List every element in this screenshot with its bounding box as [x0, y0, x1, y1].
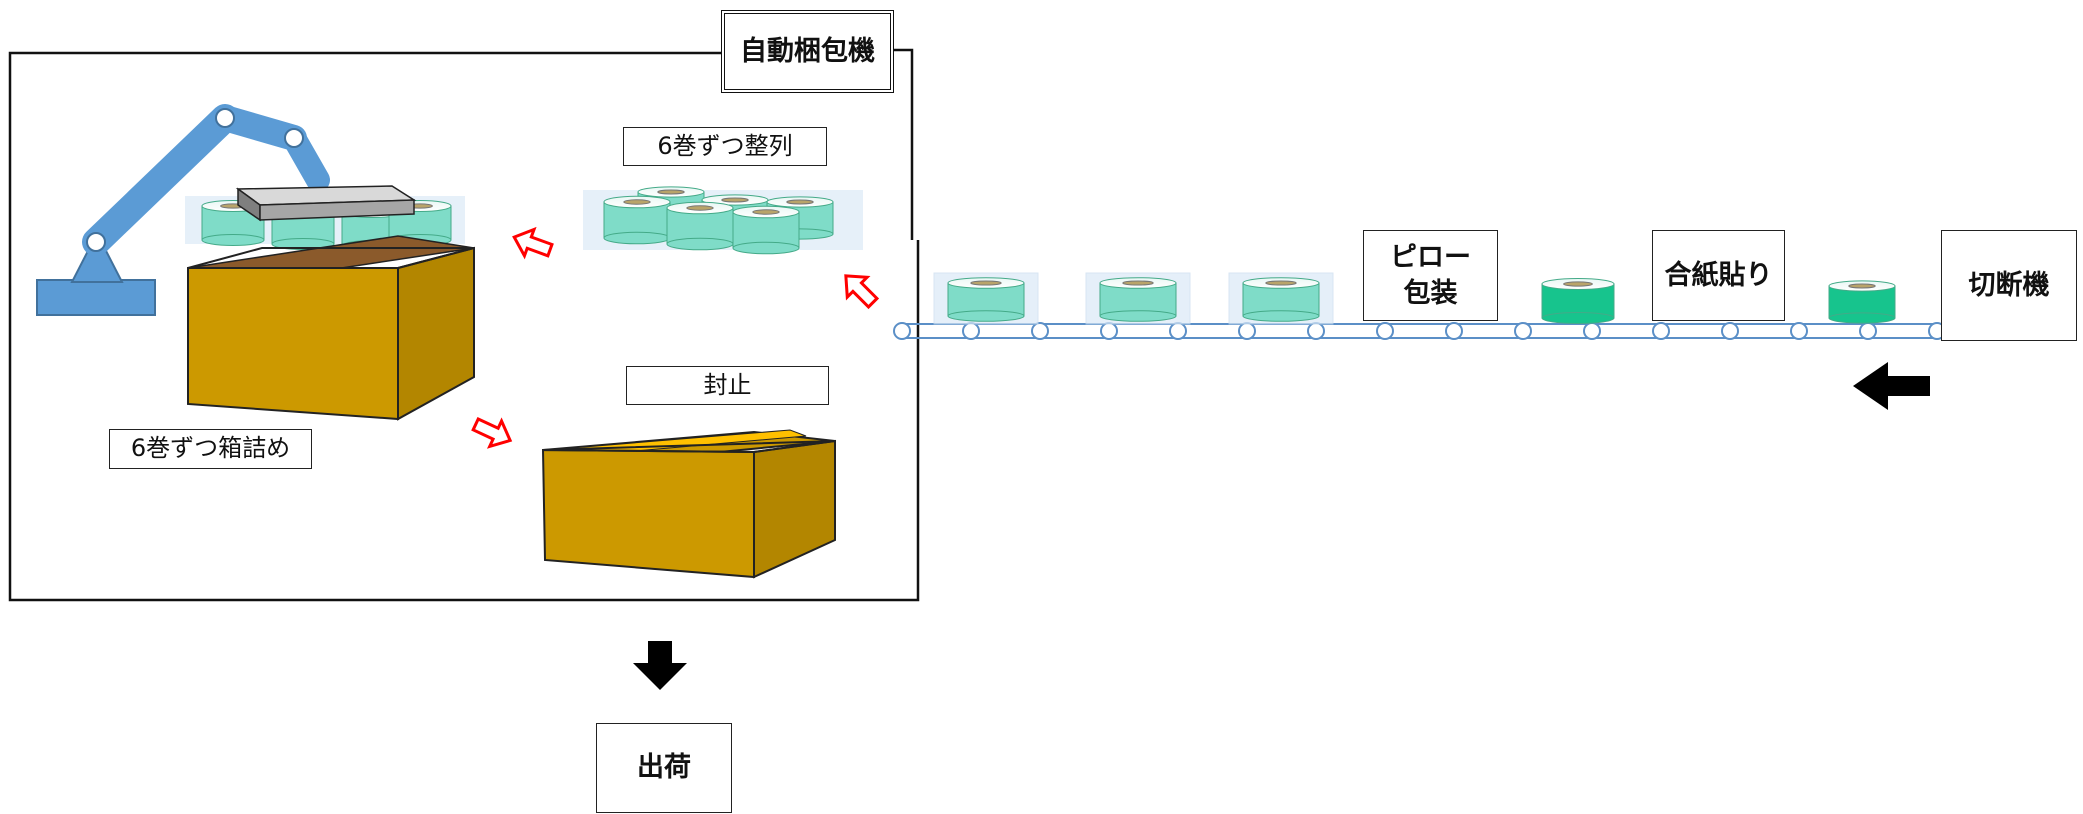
gripper-plate: [235, 185, 417, 222]
automatic-packing-machine-label: 自動梱包機: [721, 10, 894, 93]
wrapped-tape-roll: [1085, 272, 1191, 325]
conveyor-roller: [1652, 322, 1670, 340]
cut-tape-roll: [1828, 280, 1896, 324]
conveyor-roller: [1859, 322, 1877, 340]
boxing-six-rolls-label: 6巻ずつ箱詰め: [109, 429, 312, 469]
boxing-label-text: 6巻ずつ箱詰め: [130, 434, 291, 463]
conveyor-roller: [1376, 322, 1394, 340]
conveyor-roller: [1307, 322, 1325, 340]
red-outline-arrow-icon: [844, 274, 880, 310]
tape-roll-with-interleaf: [1541, 278, 1615, 324]
align-label-text: 6巻ずつ整列: [657, 131, 793, 160]
conveyor-roller: [1100, 322, 1118, 340]
conveyor-roller: [1169, 322, 1187, 340]
conveyor-roller: [1031, 322, 1049, 340]
packing-machine-frame: [8, 51, 920, 602]
conveyor-roller: [1238, 322, 1256, 340]
conveyor-roller: [1583, 322, 1601, 340]
shipping-label: 出荷: [596, 723, 732, 813]
boxing-tape-roll: [201, 200, 265, 246]
conveyor: [893, 322, 1946, 340]
machine-label-text: 自動梱包機: [740, 35, 875, 67]
seal-label-text: 封止: [703, 370, 752, 399]
aligned-tape-roll: [603, 195, 671, 245]
conveyor-roller: [1790, 322, 1808, 340]
packing-machine-frame-connector: [894, 48, 914, 240]
seal-label: 封止: [626, 366, 829, 405]
pillow-label-line2: 包装: [1403, 277, 1458, 309]
robot-arm: [36, 104, 330, 316]
conveyor-roller: [962, 322, 980, 340]
conveyor-roller: [1445, 322, 1463, 340]
ship-label-text: 出荷: [637, 752, 691, 784]
conveyor-roller: [1721, 322, 1739, 340]
pillow-packaging-label: ピロー 包装: [1363, 230, 1498, 321]
interleaf-paper-label: 合紙貼り: [1652, 230, 1785, 321]
aligned-tape-roll: [666, 201, 734, 251]
align-six-rolls-label: 6巻ずつ整列: [623, 127, 827, 166]
interleave-label-text: 合紙貼り: [1664, 259, 1773, 291]
aligned-tape-roll: [732, 205, 800, 255]
pillow-label-line1: ピロー: [1390, 242, 1471, 274]
black-block-arrow-icon: [1853, 362, 1930, 410]
conveyor-roller: [1514, 322, 1532, 340]
wrapped-tape-roll: [1228, 272, 1334, 325]
red-outline-arrow-icon: [512, 226, 554, 260]
conveyor-roller: [893, 322, 911, 340]
sealed-box: [541, 429, 836, 579]
conveyor-rolls: [933, 272, 1896, 325]
cutter-label-text: 切断機: [1968, 269, 2050, 301]
red-outline-arrow-icon: [471, 416, 513, 449]
aligned-six-rolls: [583, 186, 863, 255]
wrapped-tape-roll: [933, 272, 1039, 325]
black-block-arrow-icon: [633, 641, 687, 690]
open-box: [187, 235, 475, 421]
cutting-machine-label: 切断機: [1941, 230, 2077, 341]
